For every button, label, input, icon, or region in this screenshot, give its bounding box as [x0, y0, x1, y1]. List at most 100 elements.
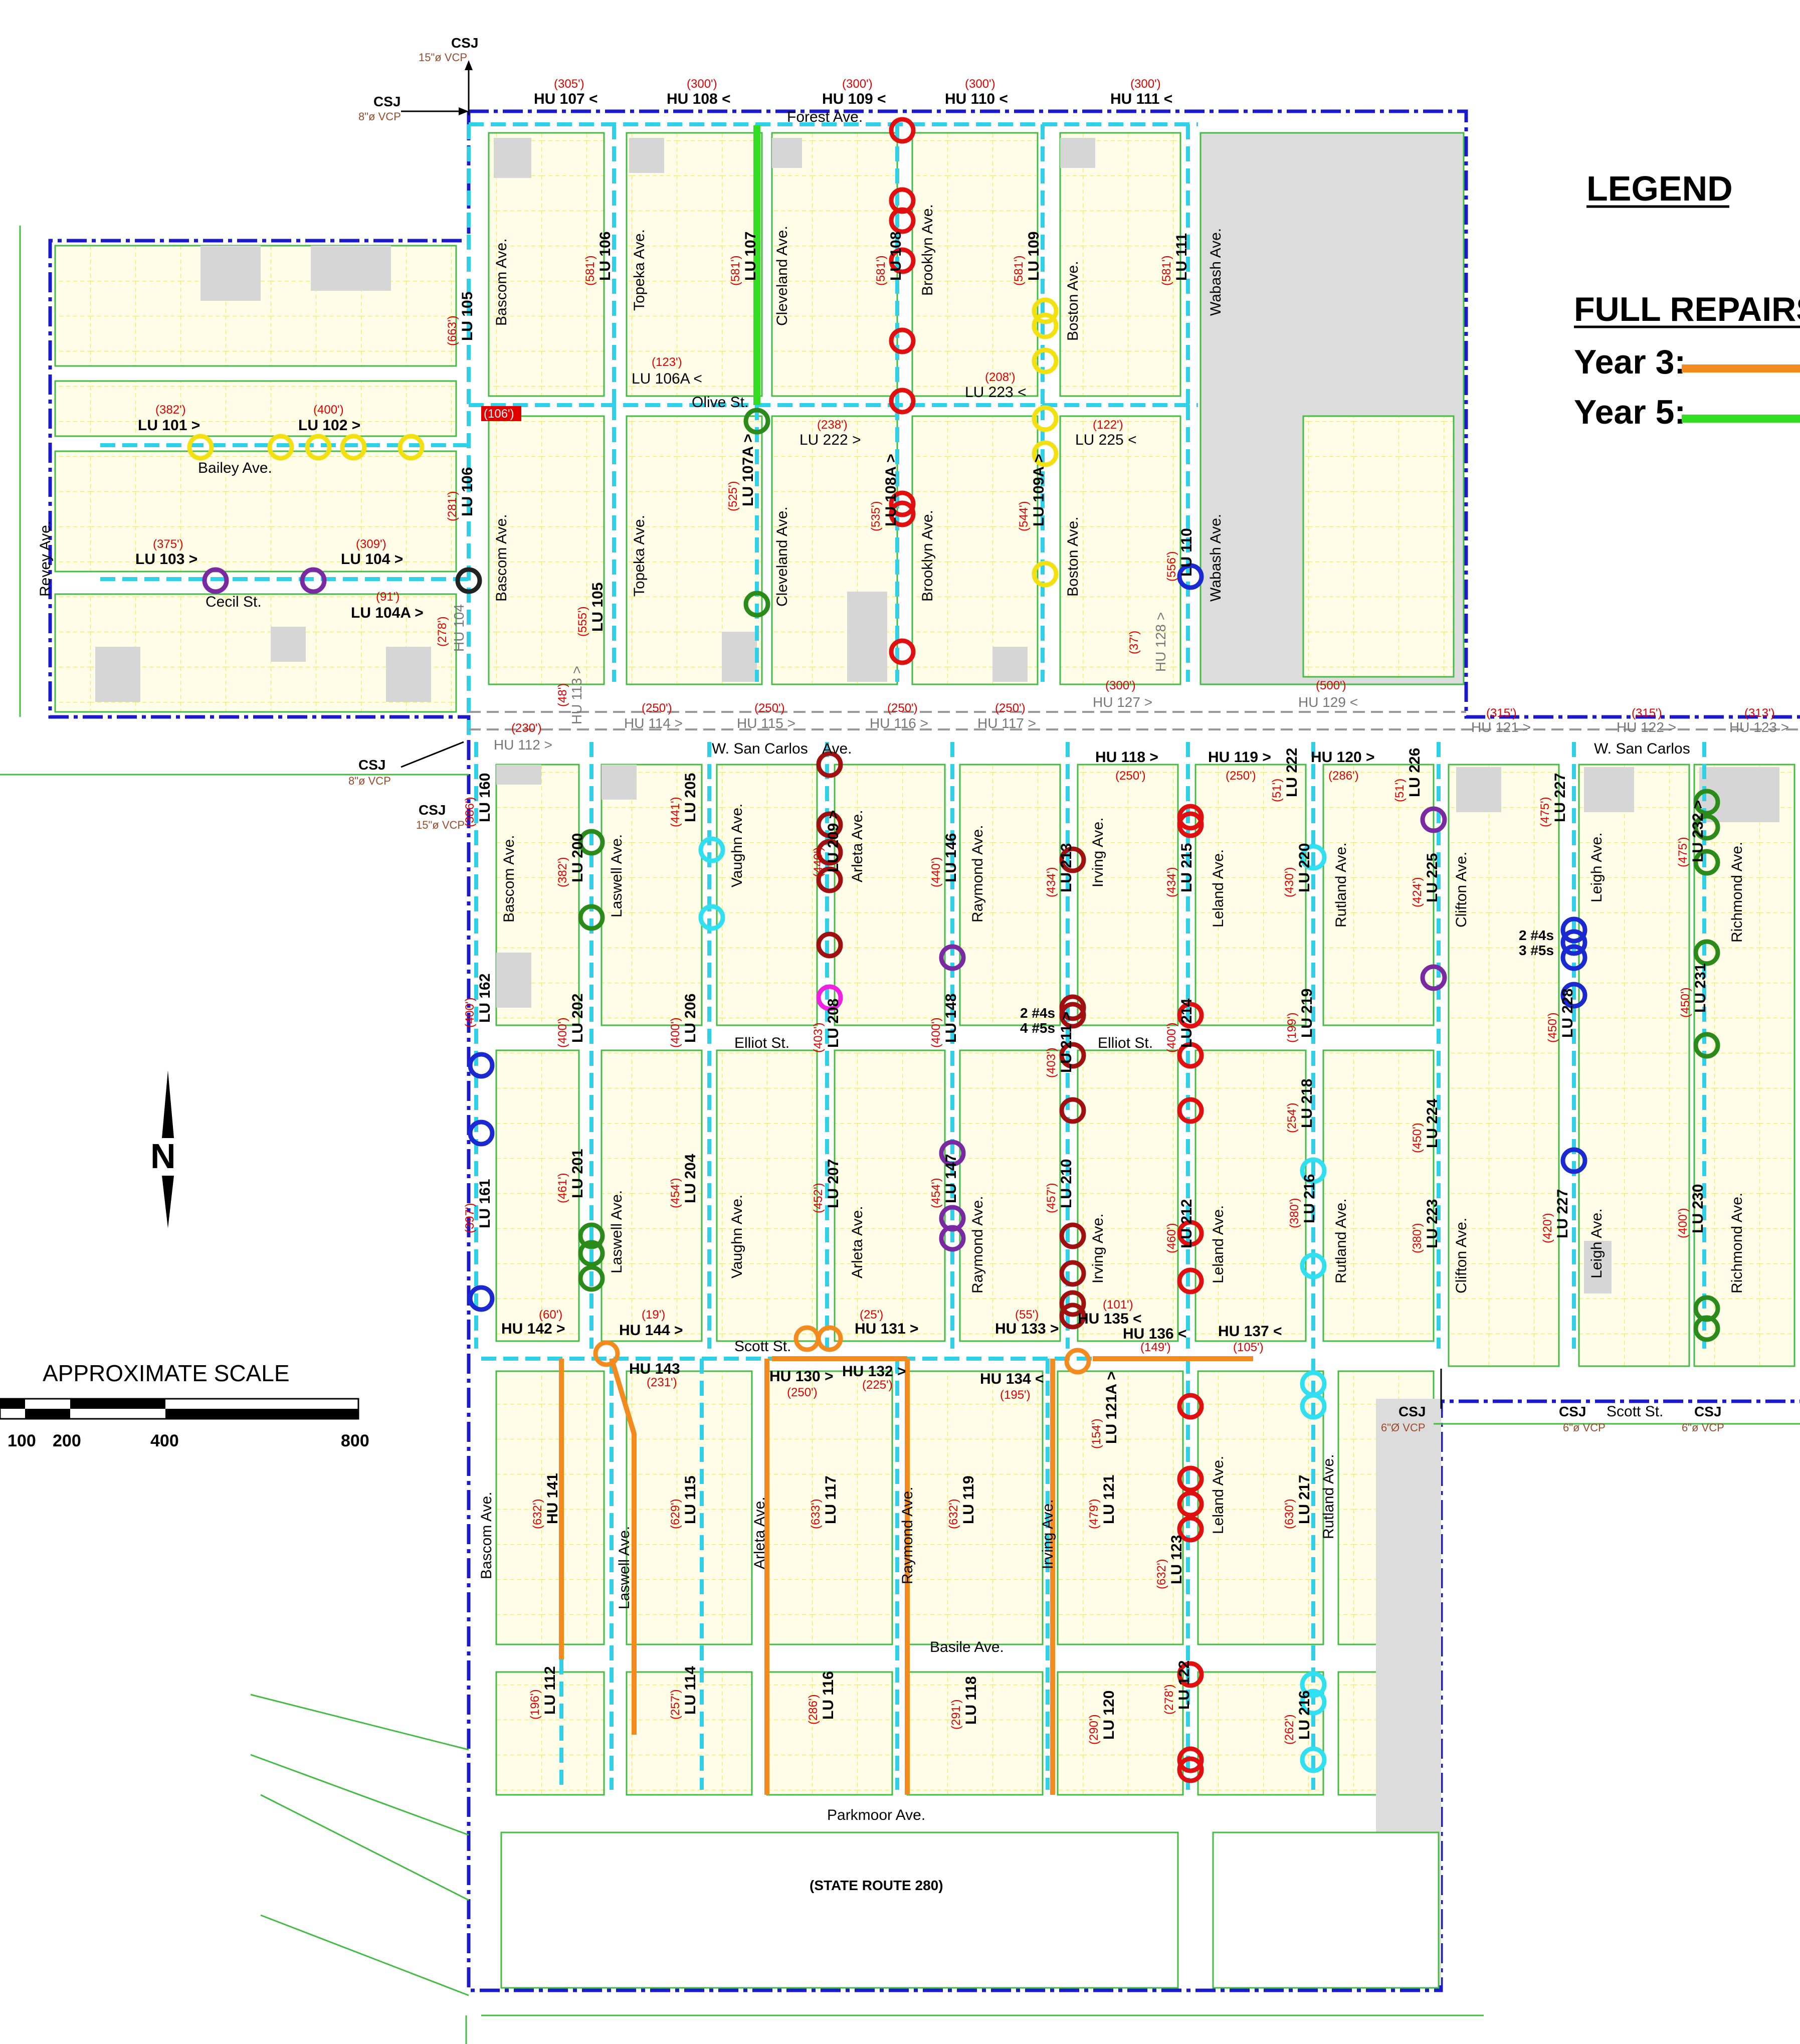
csj-pipe-6: 6"ø VCP — [1563, 1421, 1606, 1434]
repair-point — [1560, 916, 1587, 944]
hu116-len: (250') — [887, 701, 918, 715]
lu102-label: LU 102 > — [298, 417, 360, 434]
lu-segment-length: (581') — [1012, 255, 1026, 286]
street-w-san-carlos-suffix: Ave. — [822, 740, 852, 757]
lu-segment-length: (278') — [1162, 1684, 1176, 1715]
lu-segment-label: LU 222 — [1284, 748, 1300, 797]
repair-point — [1693, 939, 1720, 966]
scale-tick-400: 400 — [150, 1431, 179, 1450]
repair-point — [1059, 1290, 1086, 1317]
repair-point — [1059, 1097, 1086, 1124]
repair-point — [816, 932, 843, 959]
legend: LEGEND FULL REPAIRS Year 3: Year 5: — [1574, 169, 1800, 431]
csj-label-5: CSJ — [1398, 1404, 1426, 1419]
lu103-label: LU 103 > — [135, 551, 197, 568]
lu-segment-label: LU 227 — [1554, 1189, 1571, 1238]
scale-tick-200: 200 — [53, 1431, 81, 1450]
repair-point — [578, 904, 605, 931]
scale-bar: APPROXIMATE SCALE 100 200 400 800 — [0, 1360, 369, 1450]
street-rutland-2: Rutland Ave. — [1333, 1198, 1349, 1283]
legend-year3-label: Year 3: — [1574, 343, 1686, 381]
hu133-label: HU 133 > — [995, 1321, 1059, 1337]
hu132-len: (225') — [862, 1378, 893, 1392]
repair-point — [1059, 1002, 1086, 1029]
hu135-len: (101') — [1103, 1298, 1133, 1312]
lu-segment-length: (630') — [1283, 1499, 1296, 1529]
hu130-len: (250') — [787, 1386, 818, 1399]
hu129-label: HU 129 < — [1298, 694, 1358, 710]
hu114-label: HU 114 > — [624, 715, 683, 731]
lu-segment-length: (424') — [1411, 877, 1424, 907]
lu-segment-length: (434') — [1045, 867, 1058, 897]
repair-point — [1300, 1746, 1327, 1773]
lu-segment-length: (290') — [1087, 1714, 1101, 1745]
lu-segment-length: (461') — [556, 1173, 569, 1203]
lu-segment-label: LU 225 — [1424, 853, 1441, 902]
lu-segment-label: LU 216 — [1296, 1691, 1313, 1740]
repair-point — [1177, 1393, 1204, 1420]
lu-segment-length: (441') — [669, 797, 682, 827]
hu113-len: (48') — [556, 683, 569, 707]
street-leland-3: Leland Ave. — [1210, 1456, 1227, 1534]
lu-segment-length: (454') — [929, 1178, 943, 1208]
lu-segment-label: LU 201 — [569, 1149, 586, 1198]
lu-segment-length: (291') — [949, 1699, 963, 1730]
lu-segment-label: LU 109A > — [1031, 454, 1047, 526]
lu-segment-label: LU 118 — [963, 1676, 979, 1725]
lu-segment-length: (254') — [1285, 1102, 1299, 1133]
lu-segment-label: LU 232 > — [1690, 800, 1706, 862]
csj-pipe-3: 8"ø VCP — [348, 775, 391, 787]
hu135-label: HU 135 < — [1078, 1311, 1142, 1327]
hu109-len: (300') — [842, 77, 873, 91]
hu116-label: HU 116 > — [870, 715, 928, 731]
lu-segment-length: (629') — [669, 1499, 682, 1529]
lu-segment-label: LU 210 — [1058, 1159, 1075, 1208]
street-elliot-west: Elliot St. — [734, 1035, 789, 1051]
repair-point — [1032, 405, 1059, 432]
hu128-len: (37') — [1127, 631, 1141, 654]
lu-segment-length: (397') — [463, 1203, 477, 1233]
scale-tick-100: 100 — [8, 1431, 36, 1450]
hu120-label: HU 120 > — [1311, 749, 1375, 766]
lu-segment-length: (450') — [1546, 1012, 1559, 1043]
street-rutland-1: Rutland Ave. — [1333, 842, 1349, 927]
repair-point — [1177, 804, 1204, 831]
lu-segment-length: (475') — [1538, 797, 1552, 827]
street-rutland-3: Rutland Ave. — [1320, 1454, 1337, 1539]
hu119-len: (250') — [1226, 769, 1256, 783]
lu-segment-label: LU 123 — [1168, 1535, 1185, 1584]
hu131-label: HU 131 > — [855, 1321, 919, 1337]
hu120-len: (286') — [1328, 769, 1359, 783]
repair-point — [1177, 563, 1204, 590]
lu106a-label: LU 106A < — [632, 370, 702, 387]
lu-segment-label: LU 213 — [1058, 843, 1075, 892]
repair-point — [889, 638, 916, 665]
repair-point — [1177, 1220, 1204, 1247]
lu-segment-length: (525') — [726, 481, 740, 511]
lu-segment-length: (633') — [809, 1499, 823, 1529]
street-wabash-2: Wabash Ave. — [1208, 514, 1224, 602]
lu-segment-label: LU 219 — [1299, 989, 1315, 1038]
service-boundary — [48, 109, 1800, 1992]
lu-segment-label: LU 230 — [1690, 1184, 1706, 1233]
repair-point — [305, 434, 332, 461]
repair-point — [1032, 297, 1059, 324]
repair-point — [698, 836, 725, 863]
repair-point — [340, 434, 367, 461]
street-leigh-1: Leigh Ave. — [1588, 832, 1605, 902]
north-label: N — [150, 1137, 176, 1176]
buildings — [95, 138, 1779, 1293]
repair-point — [1177, 1756, 1204, 1783]
repair-point — [889, 490, 916, 517]
repair-point — [816, 1325, 843, 1352]
lu-segment-length: (403') — [1045, 1047, 1058, 1078]
repair-point — [1032, 347, 1059, 375]
lu-segment-length: (420') — [1541, 1213, 1554, 1243]
lu222-label: LU 222 > — [799, 432, 861, 448]
lu-segment-label: LU 216 — [1301, 1174, 1318, 1223]
lu-horizontal-labels: (382') LU 101 > (400') LU 102 > (375') L… — [135, 355, 1137, 621]
hu127-len: (300') — [1105, 679, 1136, 692]
street-olive: Olive St. — [692, 394, 748, 411]
repair-point — [743, 591, 770, 618]
